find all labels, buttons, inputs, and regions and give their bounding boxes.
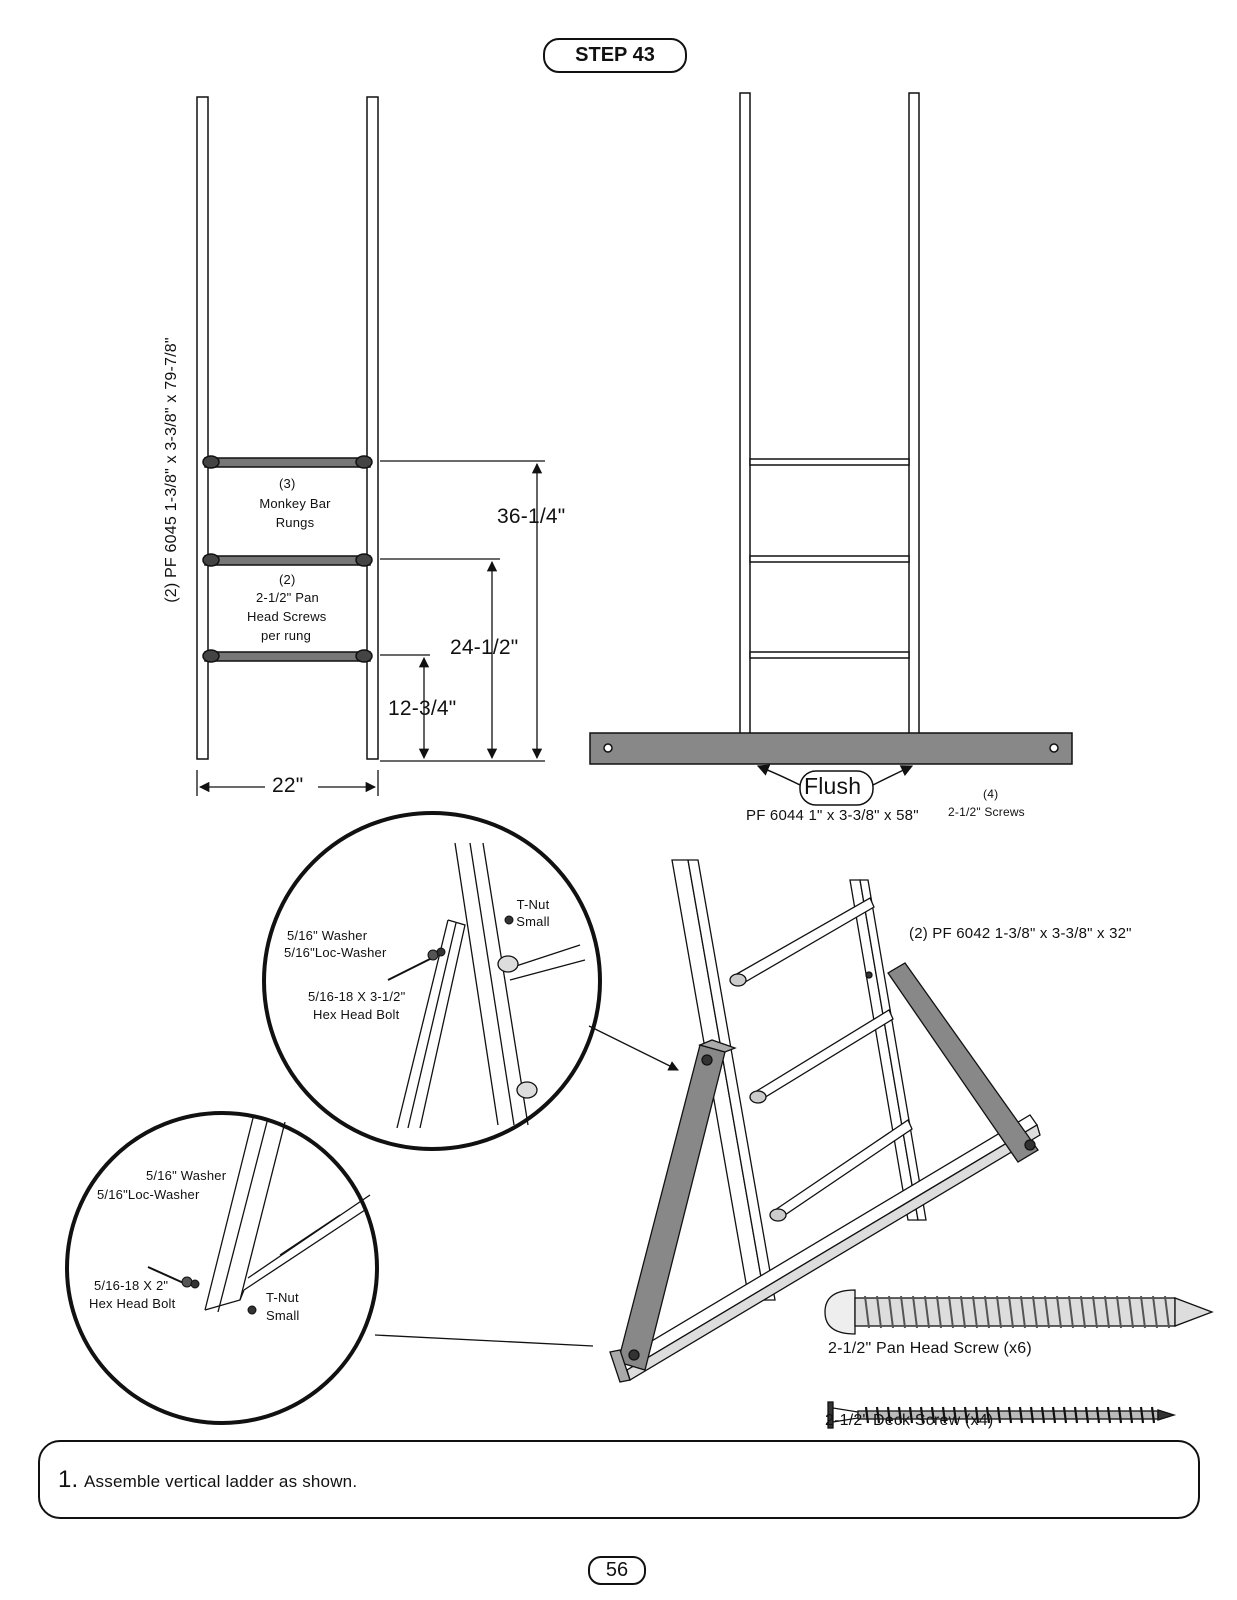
bottom-washer-label: 5/16" Washer — [146, 1168, 227, 1183]
front-ladder-rung-low — [204, 651, 371, 662]
base-screws-qty: (4) — [983, 787, 999, 801]
pan-head-screw-illustration — [824, 1289, 1214, 1335]
instruction-number: 1. — [58, 1466, 79, 1493]
bottom-tnut-label-1: T-Nut — [266, 1290, 299, 1305]
dim-mid: 24-1/2" — [450, 636, 519, 659]
back-ladder-right-rail — [908, 92, 920, 739]
back-ladder — [589, 92, 1073, 765]
screws-qty: (2) — [279, 572, 296, 587]
screws-desc-3: per rung — [261, 628, 312, 643]
screws-desc-1: 2-1/2" Pan — [256, 590, 319, 605]
assembled-ladder — [609, 859, 1041, 1383]
top-bolt-label-2: Hex Head Bolt — [313, 1007, 400, 1022]
front-ladder-dimensions — [196, 460, 545, 796]
bottom-tnut-label-2: Small — [266, 1308, 300, 1323]
dim-low: 12-3/4" — [388, 697, 457, 720]
instructions-box: 1. Assemble vertical ladder as shown. — [38, 1440, 1200, 1519]
top-tnut-label: T-Nut Small — [516, 897, 550, 929]
top-bolt-label-1: 5/16-18 X 3-1/2" — [308, 989, 406, 1004]
brace-label: (2) PF 6042 1-3/8" x 3-3/8" x 32" — [909, 925, 1132, 942]
top-washer-label: 5/16" Washer — [287, 928, 368, 943]
back-ladder-left-rail — [739, 92, 751, 739]
page-number: 56 — [588, 1556, 646, 1585]
base-board — [589, 732, 1073, 765]
front-ladder-right-rail — [366, 96, 379, 760]
front-ladder-side-label: (2) PF 6045 1-3/8" x 3-3/8" x 79-7/8" — [163, 337, 180, 603]
instruction-text: Assemble vertical ladder as shown. — [84, 1472, 358, 1491]
top-loc-washer-label: 5/16"Loc-Washer — [284, 945, 387, 960]
step-title: STEP 43 — [543, 38, 687, 73]
pan-head-screw-label: 2-1/2" Pan Head Screw (x6) — [828, 1340, 1032, 1357]
base-screws-name: 2-1/2" Screws — [948, 805, 1025, 819]
front-ladder-rung-mid — [204, 555, 371, 566]
front-ladder-left-rail — [196, 96, 209, 760]
rungs-name: Monkey Bar Rungs — [259, 496, 331, 530]
bottom-bolt-label-1: 5/16-18 X 2" — [94, 1278, 169, 1293]
deck-screw-label: 2-1/2" Deck Screw (x4) — [825, 1412, 994, 1429]
flush-arrows — [756, 764, 914, 806]
dim-top: 36-1/4" — [497, 505, 566, 528]
detail-circle-bottom — [65, 1111, 594, 1425]
front-ladder-rung-top — [204, 457, 371, 468]
screws-desc-2: Head Screws — [247, 609, 327, 624]
flush-label: Flush — [804, 773, 862, 799]
rungs-qty: (3) — [279, 476, 296, 491]
bottom-loc-washer-label: 5/16"Loc-Washer — [97, 1187, 200, 1202]
brace-back — [887, 962, 1039, 1163]
deck-screw-illustration — [827, 1401, 1177, 1429]
detail-circle-top — [262, 811, 679, 1151]
front-ladder — [196, 96, 379, 760]
base-board-label: PF 6044 1" x 3-3/8" x 58" — [746, 807, 919, 824]
bottom-bolt-label-2: Hex Head Bolt — [89, 1296, 176, 1311]
dim-width: 22" — [272, 774, 304, 797]
